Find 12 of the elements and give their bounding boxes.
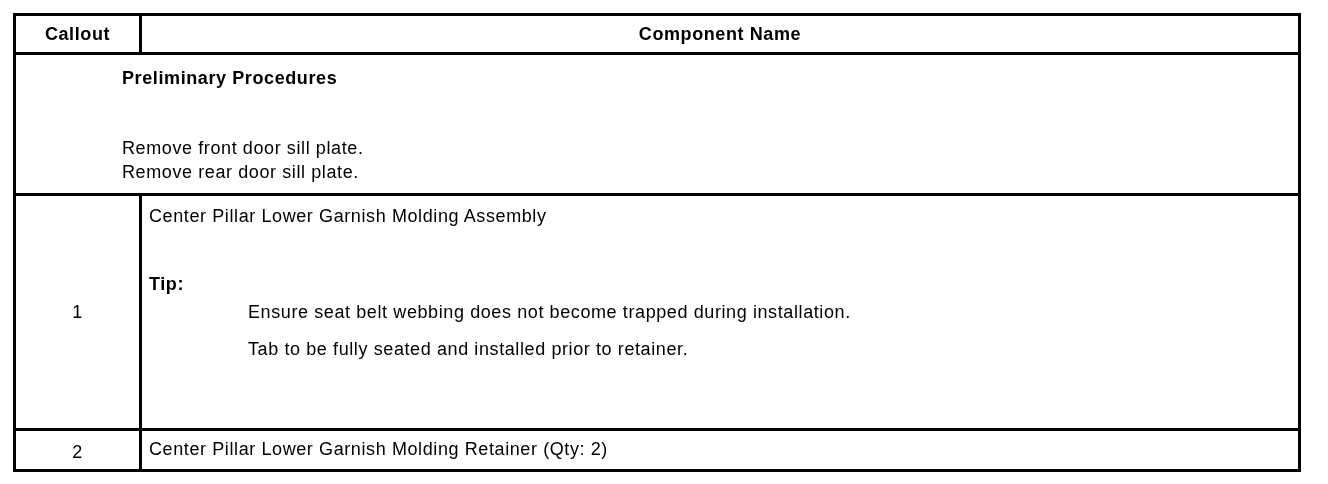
tip-heading: Tip: (149, 273, 185, 295)
procedure-step: Remove rear door sill plate. (122, 161, 359, 183)
tip-text: Ensure seat belt webbing does not become trapped during installation. (248, 301, 851, 323)
section-heading: Preliminary Procedures (122, 67, 338, 89)
callout-number: 2 (72, 440, 83, 463)
callout-number: 1 (72, 301, 83, 323)
column-header: Callout (44, 23, 111, 45)
procedure-step: Remove front door sill plate. (122, 137, 364, 159)
column-header: Component Name (638, 23, 802, 45)
component-name: Center Pillar Lower Garnish Molding Retainer (Qty: 2) (149, 438, 608, 460)
component-name: Center Pillar Lower Garnish Molding Assembly (149, 205, 547, 227)
tip-text: Tab to be fully seated and installed prior to retainer. (248, 338, 689, 360)
